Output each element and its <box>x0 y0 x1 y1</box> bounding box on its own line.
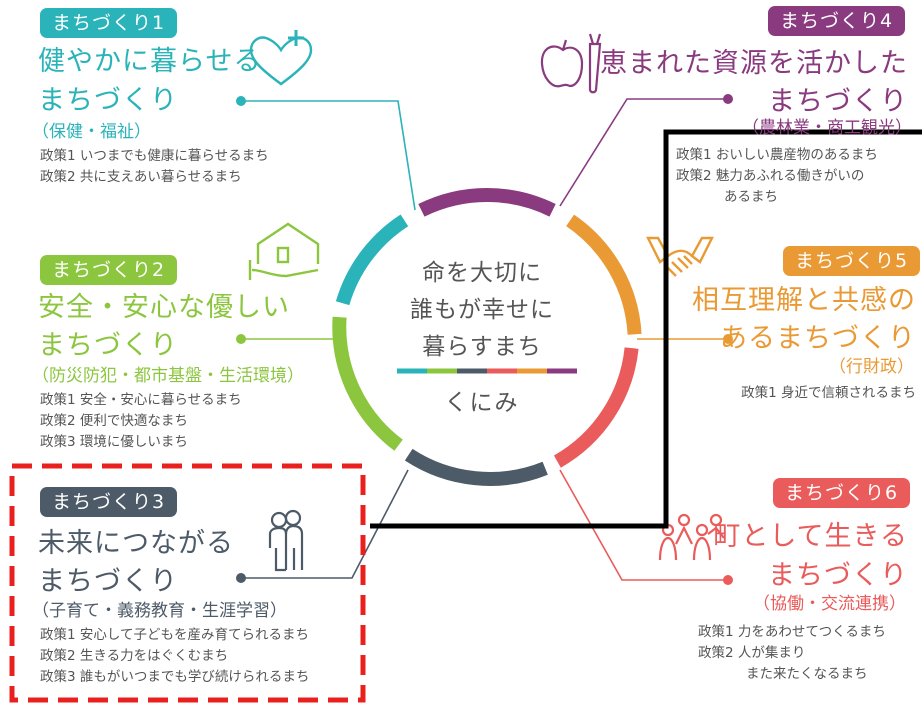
connector-4 <box>559 98 728 207</box>
section-6-badge: まちづくり6 <box>773 478 911 508</box>
section-3-policy-2: 政策2 生きる力をはぐくむまち <box>40 648 229 664</box>
section-2-title-line-1: 安全・安心な優しい <box>38 292 290 323</box>
section-4-policy-2: 政策2 魅力あふれる働きがいの <box>676 168 865 184</box>
section-2-policy-2: 政策2 便利で快適なまち <box>40 413 188 429</box>
ring-segment-orange <box>566 214 642 335</box>
section-5-title-line-1: 相互理解と共感の <box>692 285 916 316</box>
section-3-badge: まちづくり3 <box>40 487 178 517</box>
section-6-policy-2: 政策2 人が集まり <box>698 645 806 661</box>
section-6-policy-2-cont: また来たくなるまち <box>746 666 868 682</box>
section-2-policy-1: 政策1 安全・安心に暮らせるまち <box>40 392 242 408</box>
heart-plus-icon <box>249 30 313 86</box>
family-icon <box>268 509 304 572</box>
section-6-category: （協働・交流連携） <box>753 594 906 614</box>
connector-6 <box>559 469 728 581</box>
section-4-badge: まちづくり4 <box>768 6 906 36</box>
section-4-policy-2-cont: あるまち <box>724 189 778 205</box>
section-6-policy-1: 政策1 力をあわせてつくるまち <box>698 624 886 640</box>
section-1-policy-1: 政策1 いつまでも健康に暮らせるまち <box>40 148 269 164</box>
section-1-title-line-2: まちづくり <box>38 85 178 116</box>
section-4-category: （農林業・商工観光） <box>742 118 912 138</box>
section-2-badge: まちづくり2 <box>40 255 178 285</box>
ring-segment-teal <box>335 214 409 306</box>
center-town-name: くにみ <box>444 390 520 416</box>
center-line-1: 命を大切に <box>422 260 542 286</box>
house-hand-icon <box>248 222 320 280</box>
section-4-title-line-1: 恵まれた資源を活かした <box>600 48 908 79</box>
center-line-3: 暮らすまち <box>422 334 542 360</box>
section-3-title-line-2: まちづくり <box>38 566 178 597</box>
section-1-title-line-1: 健やかに暮らせる <box>38 46 262 77</box>
section-2-category: （防災防犯・都市基盤・生活環境） <box>32 366 304 386</box>
ring-segment-purple <box>418 187 556 217</box>
center-slogan: 命を大切に 誰もが幸せに 暮らすまち <box>382 255 582 366</box>
section-3-policy-1: 政策1 安心して子どもを産み育てられるまち <box>40 627 309 643</box>
section-1-category: （保健・福祉） <box>32 122 151 142</box>
section-1-policy-2: 政策2 共に支えあい暮らせるまち <box>40 169 242 185</box>
handshake-icon <box>646 236 714 277</box>
ring-segment-red <box>553 347 639 468</box>
section-2-title-line-2: まちづくり <box>38 330 178 361</box>
section-5-title-line-2: あるまちづくり <box>720 323 916 354</box>
section-6-title-line-2: まちづくり <box>768 560 908 591</box>
section-2-policy-3: 政策3 環境に優しいまち <box>40 434 188 450</box>
ring-segment-green <box>332 316 403 451</box>
section-5-category: （行財政） <box>829 357 914 377</box>
section-5-policy-1: 政策1 身近で信頼されるまち <box>741 385 916 401</box>
section-4-policy-1: 政策1 おいしい農産物のあるまち <box>676 147 878 163</box>
section-3-category: （子育て・義務教育・生涯学習） <box>32 601 287 621</box>
annotation-black-outline <box>370 129 922 529</box>
people-group-icon <box>658 513 725 561</box>
connector-3 <box>241 469 409 579</box>
ring-segment-slate <box>404 448 548 486</box>
section-3-title-line-1: 未来につながる <box>38 528 234 559</box>
center-line-2: 誰もが幸せに <box>410 297 554 323</box>
connector-1 <box>241 100 416 211</box>
annotation-red-dashed-box <box>9 463 366 703</box>
section-4-title-line-2: まちづくり <box>768 86 908 117</box>
section-3-policy-3: 政策3 誰もがいつまでも学び続けられるまち <box>40 669 310 685</box>
apple-carrot-icon <box>540 33 602 94</box>
section-5-badge: まちづくり5 <box>783 246 921 276</box>
section-1-badge: まちづくり1 <box>40 8 178 38</box>
section-6-title-line-1: 町として生きる <box>713 521 908 552</box>
